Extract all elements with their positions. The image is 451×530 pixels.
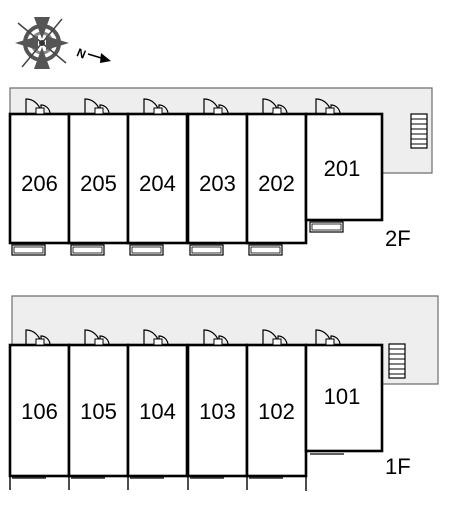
floor-label-1f: 1F bbox=[385, 454, 411, 479]
unit-number-label: 202 bbox=[258, 171, 295, 196]
door-icon bbox=[203, 329, 229, 346]
balcony-icon bbox=[11, 244, 46, 256]
unit-number-label: 103 bbox=[199, 399, 236, 424]
unit-204[interactable]: 204 bbox=[126, 98, 189, 256]
unit-number-label: 206 bbox=[21, 171, 58, 196]
unit-103[interactable]: 103 bbox=[186, 329, 249, 490]
unit-105[interactable]: 105 bbox=[67, 329, 130, 490]
unit-202[interactable]: 202 bbox=[245, 98, 308, 256]
unit-201[interactable]: 201 bbox=[304, 98, 384, 233]
unit-number-label: 106 bbox=[21, 399, 58, 424]
unit-number-label: 102 bbox=[258, 399, 295, 424]
unit-203[interactable]: 203 bbox=[186, 98, 249, 256]
door-icon bbox=[84, 98, 110, 115]
balcony-icon bbox=[309, 221, 344, 233]
north-label: N bbox=[75, 45, 88, 61]
unit-outline bbox=[245, 112, 308, 245]
unit-205[interactable]: 205 bbox=[67, 98, 130, 256]
stairs-icon bbox=[410, 113, 428, 149]
unit-number-label: 205 bbox=[80, 171, 117, 196]
door-icon bbox=[262, 98, 288, 115]
door-icon bbox=[84, 329, 110, 346]
door-icon bbox=[203, 98, 229, 115]
unit-outline bbox=[126, 343, 189, 478]
unit-outline bbox=[304, 343, 384, 453]
door-icon bbox=[262, 329, 288, 346]
door-icon bbox=[143, 98, 169, 115]
unit-number-label: 104 bbox=[139, 399, 176, 424]
unit-number-label: 204 bbox=[139, 171, 176, 196]
balcony-icon bbox=[70, 244, 105, 256]
north-arrow-icon: N bbox=[75, 45, 111, 63]
unit-number-label: 201 bbox=[324, 156, 361, 181]
floor-1-plan: 106 105 104 103 102 101 1F bbox=[8, 295, 439, 491]
floor-label-2f: 2F bbox=[385, 226, 411, 251]
compass-rose-icon bbox=[15, 17, 69, 69]
door-icon bbox=[25, 98, 51, 115]
balcony-icon bbox=[248, 244, 283, 256]
balcony-icon bbox=[129, 244, 164, 256]
unit-102[interactable]: 102 bbox=[245, 329, 308, 490]
door-icon bbox=[25, 329, 51, 346]
door-icon bbox=[315, 98, 341, 115]
unit-outline bbox=[67, 112, 130, 245]
door-icon bbox=[315, 329, 341, 346]
unit-106[interactable]: 106 bbox=[8, 329, 71, 490]
stairs-icon bbox=[388, 343, 406, 379]
unit-104[interactable]: 104 bbox=[126, 329, 189, 490]
floor-2-plan: 206 205 204 203 202 201 2F bbox=[8, 87, 433, 256]
unit-number-label: 105 bbox=[80, 399, 117, 424]
balcony-icon bbox=[189, 244, 224, 256]
unit-number-label: 203 bbox=[199, 171, 236, 196]
unit-number-label: 101 bbox=[324, 384, 361, 409]
unit-outline bbox=[304, 112, 384, 222]
unit-206[interactable]: 206 bbox=[8, 98, 71, 256]
unit-101[interactable]: 101 bbox=[304, 329, 384, 491]
door-icon bbox=[143, 329, 169, 346]
